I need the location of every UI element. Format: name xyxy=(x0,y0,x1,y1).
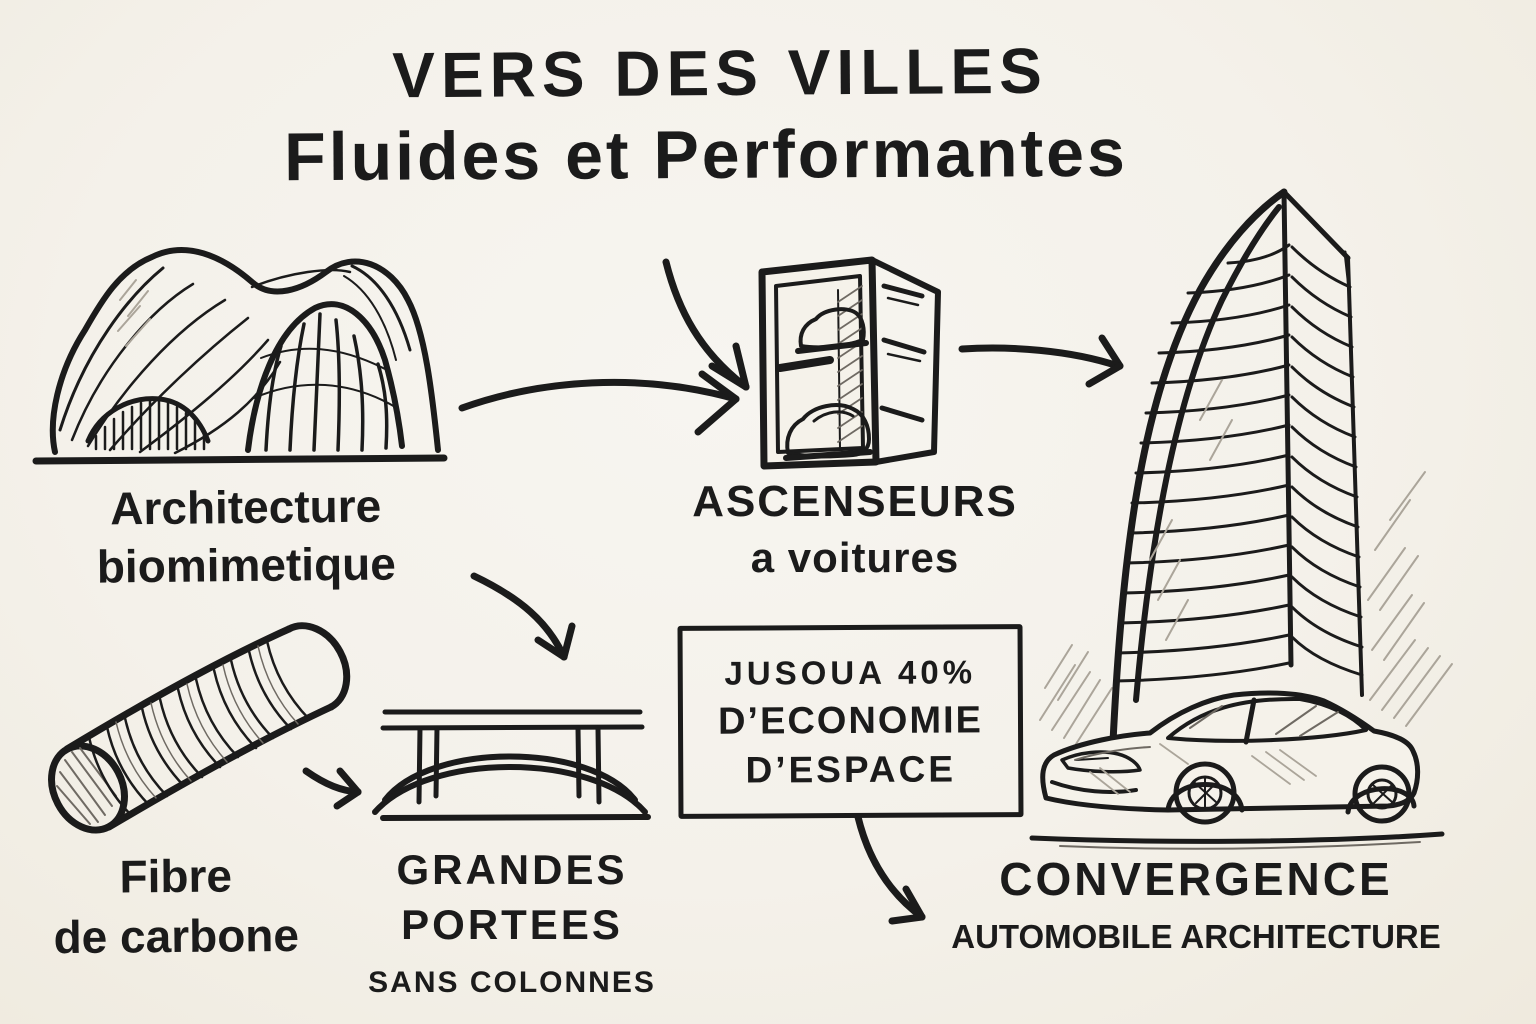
arrow-biomimetic-to-bridge xyxy=(470,572,576,661)
bridge-sketch xyxy=(372,709,651,821)
label-spans-line1: GRANDES xyxy=(396,846,628,893)
biomimetic-building-sketch xyxy=(32,246,448,465)
skyscraper-sketch xyxy=(1039,188,1453,746)
label-biomimetic-line1: Architecture xyxy=(109,479,382,535)
car-elevator-sketch xyxy=(758,256,941,470)
callout-line3: D’ESPACE xyxy=(745,747,957,791)
car-sketch xyxy=(1029,690,1445,850)
label-elevators-line1: ASCENSEURS xyxy=(692,477,1018,526)
label-biomimetic-architecture: Architecture biomimetique xyxy=(96,476,397,595)
label-elevators-line2: a voitures xyxy=(750,534,960,581)
label-carbon-fiber: Fibre de carbone xyxy=(53,845,299,967)
callout-line2: D’ECONOMIE xyxy=(717,698,984,743)
arrow-elevator-to-tower xyxy=(958,334,1124,388)
label-fiber-line1: Fibre xyxy=(119,849,233,903)
label-biomimetic-line2: biomimetique xyxy=(96,537,397,593)
label-car-elevators: ASCENSEURS a voitures xyxy=(692,474,1018,586)
arrow-callout-to-convergence xyxy=(854,813,926,925)
main-title-line1: VERS DES VILLES xyxy=(392,34,1048,112)
callout-line1: JUSOUA 40% xyxy=(724,652,977,692)
arrow-fiber-to-bridge xyxy=(302,767,362,810)
space-saving-callout: JUSOUA 40% D’ECONOMIE D’ESPACE xyxy=(677,624,1024,819)
label-fiber-line2: de carbone xyxy=(53,908,300,964)
label-large-spans: GRANDES PORTEES SANS COLONNES xyxy=(368,842,656,1010)
arrow-building-to-elevator xyxy=(458,370,740,436)
arrow-title-to-elevator xyxy=(662,258,750,391)
main-title-line2: Fluides et Performantes xyxy=(283,114,1129,196)
label-spans-line3: SANS COLONNES xyxy=(368,966,656,999)
carbon-fiber-tube-sketch xyxy=(48,622,351,834)
label-convergence-line2: AUTOMOBILE ARCHITECTURE xyxy=(951,918,1441,955)
label-spans-line2: PORTEES xyxy=(401,901,623,948)
label-convergence: CONVERGENCE AUTOMOBILE ARCHITECTURE xyxy=(951,850,1441,966)
label-convergence-line1: CONVERGENCE xyxy=(999,853,1393,905)
